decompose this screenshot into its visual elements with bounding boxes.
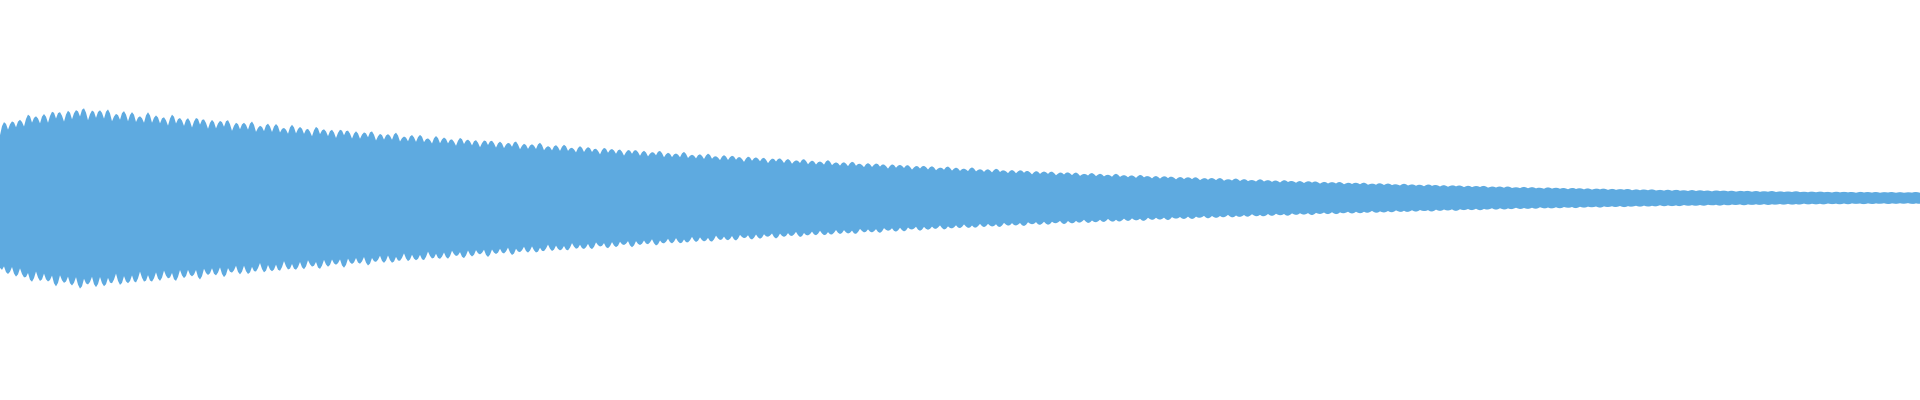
waveform-shape: [0, 108, 1920, 289]
